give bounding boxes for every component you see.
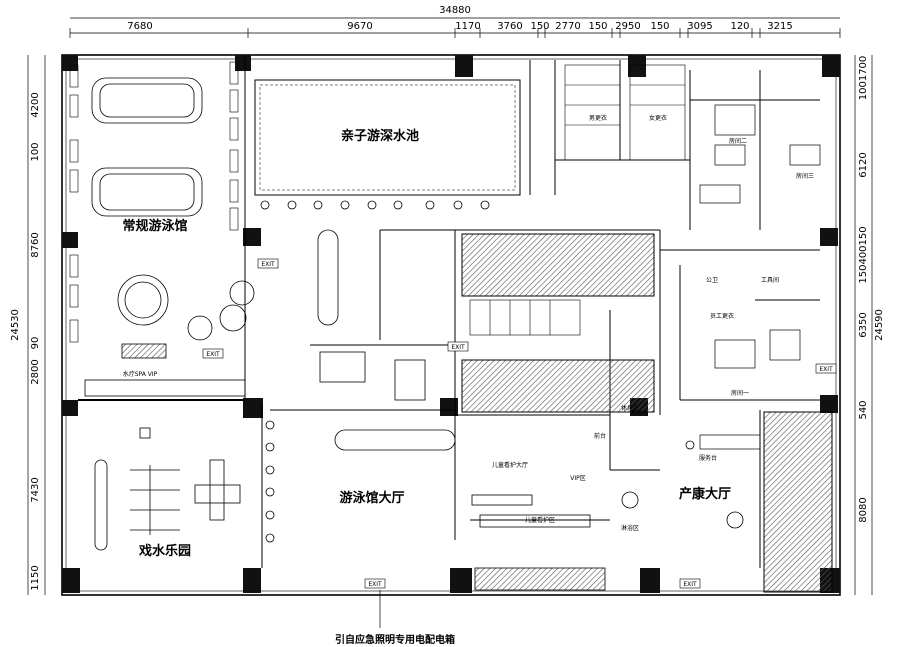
hatched-strip-bottom [474, 567, 606, 591]
exit-sign-box [679, 578, 701, 589]
right-segment-labels: 1001700 6120 150400150 6350 540 8080 [858, 56, 869, 523]
lounge-chairs [69, 61, 239, 343]
label-water-park: 戏水乐园 [138, 543, 191, 559]
small-room-label: 公卫 [706, 277, 718, 284]
label-pool-hall: 游泳馆大厅 [339, 490, 404, 506]
top-segment-label: 7680 [127, 21, 152, 32]
exit-sign-label: EXIT [451, 344, 465, 351]
top-segment-label: 150 [530, 21, 549, 32]
left-segment-label: 4200 [30, 92, 41, 117]
outer-walls [61, 54, 841, 596]
small-room-label: 前台 [594, 432, 606, 440]
hatched-area-right [763, 411, 833, 593]
left-segment-labels: 4200 100 8760 90 2800 7430 1150 [30, 92, 41, 590]
total-right-dimension: 24590 [874, 309, 885, 341]
small-room-label: 员工更衣 [710, 312, 734, 320]
exit-sign-label: EXIT [206, 351, 220, 358]
small-room-label: 男更衣 [589, 114, 607, 122]
left-segment-label: 90 [30, 337, 41, 350]
label-family-pool: 亲子游深水池 [341, 128, 419, 144]
right-segment-label: 6350 [858, 312, 869, 337]
label-child-care-hall: 儿童看护大厅 [492, 461, 528, 469]
right-segment-label: 540 [858, 400, 869, 419]
small-room-label: 女更衣 [649, 114, 667, 122]
columns [62, 55, 840, 593]
right-segment-label: 8080 [858, 497, 869, 522]
spa-tubs [84, 77, 255, 397]
exit-sign-box [815, 363, 837, 374]
top-segment-label: 3215 [767, 21, 792, 32]
top-segment-label: 120 [730, 21, 749, 32]
interior-walls [78, 55, 820, 568]
right-segment-label: 1001700 [858, 56, 869, 101]
label-child-care-area: 儿童看护区 [525, 516, 555, 524]
right-segment-label: 150400150 [858, 226, 869, 283]
exit-sign: EXIT [815, 363, 837, 374]
exit-sign-label: EXIT [261, 261, 275, 268]
top-segment-label: 2950 [615, 21, 640, 32]
exit-sign-box [364, 578, 386, 589]
left-segment-label: 8760 [30, 232, 41, 257]
left-segment-label: 1150 [30, 565, 41, 590]
exit-sign-box [257, 258, 279, 269]
small-room-label: VIP区 [570, 475, 586, 482]
exit-sign: EXIT [447, 341, 469, 352]
top-segment-label: 1170 [455, 21, 480, 32]
family-deep-pool [254, 79, 521, 196]
top-segment-label: 150 [588, 21, 607, 32]
left-segment-label: 100 [30, 142, 41, 161]
top-segment-label: 3095 [687, 21, 712, 32]
left-segment-label: 2800 [30, 359, 41, 384]
top-segment-label: 150 [650, 21, 669, 32]
exit-sign-label: EXIT [819, 366, 833, 373]
water-play-equipment [94, 427, 241, 551]
exit-sign: EXIT [364, 578, 386, 589]
label-regular-pool: 常规游泳馆 [122, 218, 187, 234]
small-room-label: 房间一 [731, 389, 749, 397]
hall-furniture [317, 229, 591, 528]
top-segment-label: 9670 [347, 21, 372, 32]
total-top-dimension: 34880 [439, 5, 471, 16]
hatched-pool-upper [461, 233, 655, 297]
footer-note: 引自应急照明专用电配电箱 [335, 633, 455, 646]
label-vip-zone: 水疗SPA VIP [123, 370, 158, 378]
top-segment-labels: 7680 9670 1170 3760 150 2770 150 2950 150 3095 120… [127, 21, 792, 32]
exit-sign-label: EXIT [368, 581, 382, 588]
exit-sign: EXIT [257, 258, 279, 269]
small-room-label: 服务台 [699, 454, 717, 462]
hatched-pool-lower [461, 359, 655, 413]
exit-sign-box [447, 341, 469, 352]
label-postpartum-hall: 产康大厅 [679, 486, 731, 502]
left-segment-label: 7430 [30, 477, 41, 502]
exit-sign-label: EXIT [683, 581, 697, 588]
small-room-label: 房间二 [729, 137, 747, 145]
exit-sign: EXIT [679, 578, 701, 589]
small-room-label: 淋浴区 [621, 524, 639, 532]
right-segment-label: 6120 [858, 152, 869, 177]
small-room-label: 休息区 [621, 404, 639, 412]
exit-signs: EXIT EXIT EXIT EXIT EXIT EXIT [202, 258, 837, 589]
top-segment-label: 3760 [497, 21, 522, 32]
exit-sign: EXIT [202, 348, 224, 359]
toilet-stalls [469, 64, 686, 336]
exit-sign-box [202, 348, 224, 359]
total-left-dimension: 24530 [10, 309, 21, 341]
right-rooms-fixtures [699, 104, 821, 450]
hall-columns-dots [260, 200, 744, 543]
dimension-lines [27, 17, 873, 595]
small-room-label: 房间三 [796, 172, 814, 180]
small-room-label: 工具间 [761, 276, 779, 284]
top-segment-label: 2770 [555, 21, 580, 32]
